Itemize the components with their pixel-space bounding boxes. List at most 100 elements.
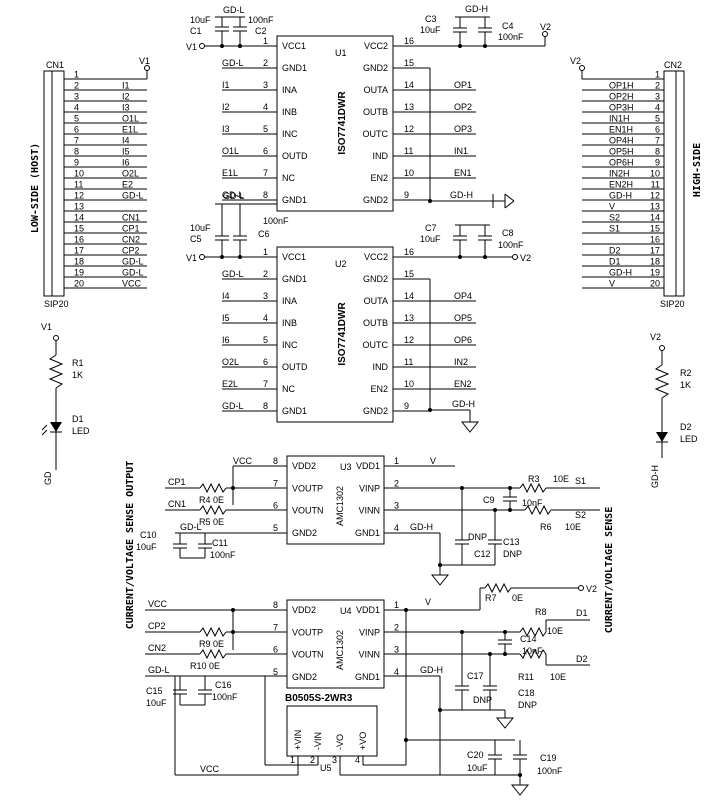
u1-gdh-label: GD-H [450,190,473,200]
cn1-type: SIP20 [44,299,69,309]
cn1-pin-net: VCC [122,279,142,289]
cn2-pin-list: 12OP1H3OP2H4OP3H5IN1H6EN1H7OP4H8OP5H9OP6… [582,70,664,289]
u3-ref: U3 [340,462,352,472]
ic-pin-name: GND2 [292,672,317,682]
u2-gdh-label: GD-H [452,399,475,409]
ic-pin-net: GD-L [222,401,244,411]
ic-pin-name: +VIN [293,730,303,750]
c1-value: 10uF [190,15,211,25]
ic-pin-name: GND1 [282,63,307,73]
ic-pin-number: 3 [394,501,399,511]
r3-resistor [519,482,547,494]
u4-ref: U4 [340,606,352,616]
ic-pin-name: EN2 [370,173,388,183]
high-side-title: HIGH-SIDE [692,143,703,197]
ic-pin-name: GND2 [363,63,388,73]
cn2-pin-number: 18 [650,257,660,267]
u5-part: B0505S-2WR3 [285,693,353,704]
ic-pin-number: 9 [404,190,409,200]
cn1-pin-number: 10 [74,169,84,179]
cn2-pin-number: 12 [650,191,660,201]
cn2-pin-number: 17 [650,246,660,256]
cn1-pin-number: 1 [74,70,79,80]
ic-pin-name: GND1 [355,672,380,682]
ic-pin-number: 5 [273,667,278,677]
cn1-pin-net: GD-L [122,268,144,278]
c15-value: 10uF [146,698,167,708]
ic-pin-name: VDD2 [292,461,316,471]
ic-pin-name: VOUTN [292,650,324,660]
u4-d1-label: D1 [576,608,588,618]
cn1-pin-number: 13 [74,202,84,212]
cn1-pin-number: 7 [74,136,79,146]
ic-pin-net: GD-L [222,190,244,200]
c6-ref: C6 [258,229,270,239]
ic-pin-number: 3 [263,80,268,90]
led-d1-circuit: V1 R1 1K D1 LED GD [41,322,90,485]
u2-v1-label: V1 [186,253,197,263]
ic-pin-net: I3 [222,124,230,134]
low-side-title: LOW-SIDE (HOST) [30,143,41,233]
cn1-body [43,70,65,297]
ic-pin-name: OUTD [282,362,308,372]
cn1-pin-number: 3 [74,92,79,102]
ic-pin-number: 2 [263,269,268,279]
ic-pin-net: OP6 [454,335,472,345]
ic-pin-name: VOUTP [292,483,323,493]
cn2-pin-net: GD-H [609,191,632,201]
c14-ref: C14 [520,634,537,644]
cn1-pin-number: 19 [74,268,84,278]
u1-ref: U1 [335,48,347,58]
ic-pin-name: VOUTP [292,627,323,637]
cn2-type: SIP20 [660,299,685,309]
r11-ref: R11 [518,672,534,682]
u3-s1-label: S1 [575,476,586,486]
c14-value: 10nF [522,646,543,656]
d1-led [50,422,62,432]
cn2-pin-net: V [609,202,615,212]
ic-pin-number: 6 [263,146,268,156]
c12-value: DNP [468,532,487,542]
ic-pin-name: VINN [358,650,380,660]
r9-resistor [199,626,227,638]
ic-pin-net: GD-L [222,58,244,68]
u4-cn2-label: CN2 [148,643,166,653]
u4-v-label: V [425,597,431,607]
r1-resistor [48,354,64,389]
ic-pin-net: OP2 [454,102,472,112]
cn2-power-label: V2 [570,56,581,66]
u3-vcc-label: VCC [233,456,253,466]
cn2-pin-net: EN1H [609,125,633,135]
u4-gdl-label: GD-L [148,665,170,675]
ic-pin-name: VCC1 [282,41,306,51]
ic-pin-name: VCC2 [364,41,388,51]
ic-pin-name: OUTB [363,318,388,328]
u4-cp2-label: CP2 [148,621,166,631]
ic-pin-number: 15 [404,58,414,68]
c9-ref: C9 [483,495,495,505]
ic-pin-name: OUTB [363,107,388,117]
cn2-pin-net: OP1H [609,81,634,91]
cn2-pin-number: 10 [650,169,660,179]
c19-ref: C19 [540,753,557,763]
c3-gnd-label: GD-H [465,4,488,14]
cn1-pin-number: 20 [74,279,84,289]
cn1-power-terminal [144,65,150,71]
u5-ref: U5 [320,763,332,773]
c16-ref: C16 [215,680,232,690]
cn1-pin-number: 4 [74,103,79,113]
r5-label: R5 0E [199,517,224,527]
ic-pin-name: VINP [359,627,380,637]
ic-pin-name: +VO [358,732,368,750]
c2-ref: C2 [255,26,267,36]
ic-pin-number: 1 [263,247,268,257]
cn2-pin-net: IN1H [609,114,630,124]
ic-pin-name: VINN [358,506,380,516]
ic-pin-number: 3 [394,645,399,655]
caps-c5-c6: 10uF C5 GD-L 100nF C6 V1 [186,191,289,263]
